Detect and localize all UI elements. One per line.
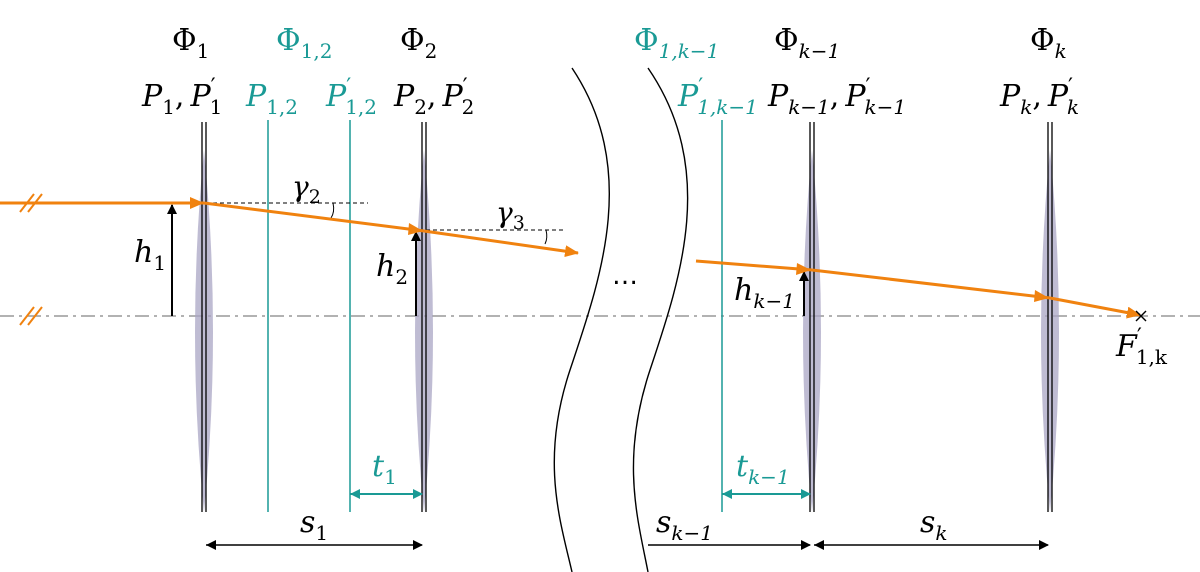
label-p-prime-1-k-1: P′1,k−1 (677, 75, 758, 119)
label-phi-2: Φ2 (400, 23, 437, 63)
label-phi-1-2: Φ1,2 (276, 23, 332, 63)
s-k-arrowhead-left (814, 540, 824, 550)
focal-point-marker (1135, 310, 1147, 322)
ray-segment-1 (203, 201, 425, 233)
label-gamma-3: γ3 (496, 196, 525, 234)
label-gamma-2: γ2 (292, 170, 321, 208)
lens-1 (195, 122, 213, 512)
break-marks-ray (19, 193, 43, 213)
label-p-1-2: P1,2 (245, 79, 298, 119)
gamma-2-angle-arc (330, 202, 335, 219)
label-p-k-p-prime-k: Pk,P′k (999, 75, 1079, 119)
label-h-k-1: hk−1 (734, 273, 795, 313)
label-p-prime-1-2: P′1,2 (325, 75, 377, 119)
ray-segment-final (1049, 296, 1141, 319)
s-1-arrowhead-left (206, 540, 216, 550)
label-phi-k-1: Φk−1 (774, 23, 840, 63)
ray-arrowhead-3 (796, 263, 811, 275)
label-phi-k: Φk (1030, 23, 1067, 63)
break-curve-left (553, 67, 610, 572)
ray-arrowhead-4 (1034, 290, 1049, 302)
ray-segment-k (811, 268, 1051, 300)
label-h-1: h1 (134, 235, 166, 275)
label-phi-1: Φ1 (172, 23, 209, 63)
gamma-3-angle-arc (544, 229, 548, 245)
ray-arrowhead-2 (408, 223, 423, 235)
ellipsis: … (612, 261, 638, 291)
label-t-1: t1 (372, 449, 397, 489)
label-h-2: h2 (376, 249, 408, 289)
label-p-k-1-p-prime-k-1: Pk−1,P′k−1 (767, 75, 906, 119)
t-1-arrowhead-left (350, 489, 360, 499)
label-p-1-p-prime-1: P1,P′1 (141, 75, 222, 119)
t-k-1-arrowhead-left (722, 489, 732, 499)
label-phi-1-k-1: Φ1,k−1 (634, 23, 719, 63)
break-marks-axis (19, 306, 43, 326)
label-s-k-1: sk−1 (656, 505, 713, 545)
break-curve-right (632, 67, 689, 572)
ray-segment-2 (423, 229, 579, 258)
label-s-k: sk (920, 505, 948, 545)
lens-k-1 (803, 122, 821, 512)
label-t-k-1: tk−1 (736, 449, 790, 489)
label-focal-point: F′1,k (1115, 325, 1168, 369)
label-s-1: s1 (300, 505, 328, 545)
ray-arrowhead-1 (190, 197, 204, 209)
ray-segment-k-1 (695, 259, 813, 272)
lens-2 (415, 122, 433, 512)
lens-k (1041, 122, 1059, 512)
label-p-2-p-prime-2: P2,P′2 (393, 75, 474, 119)
